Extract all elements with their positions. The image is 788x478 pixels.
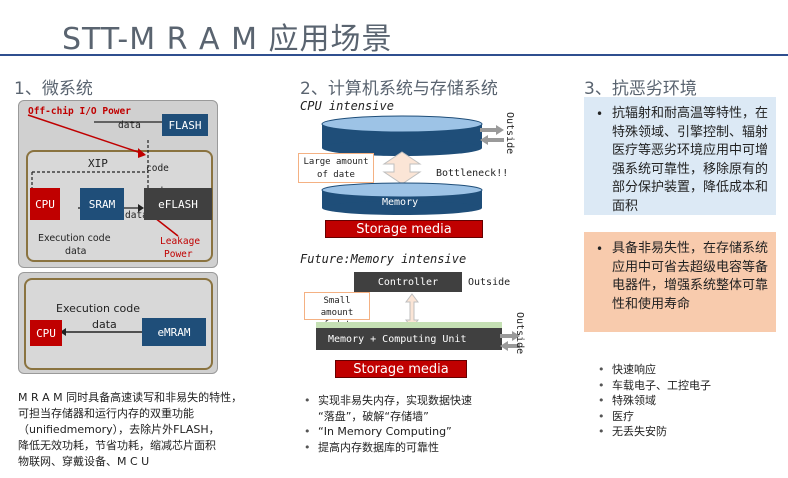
- memory-label: Memory: [382, 197, 419, 208]
- outside-label-mid: Outside: [468, 277, 511, 288]
- exec-data-label-top: data: [65, 246, 87, 257]
- nonvolatile-panel-text: 具备非易失性，在存储系统应用中可省去超级电容等备电器件，增强系统整体可靠性和使用…: [612, 241, 769, 312]
- note-line: M R A M 同时具备高速读写和非易失的特性，: [18, 391, 243, 404]
- large-amount-line: Large amount: [303, 157, 369, 167]
- note-line: 物联网、穿戴设备、M C U: [18, 455, 150, 468]
- note-line: 降低无效功耗，节省功耗，缩减芯片面积: [18, 439, 216, 452]
- cpu-block-bottom: CPU: [30, 320, 62, 346]
- storage-media-2: Storage media: [335, 360, 467, 378]
- list-item: 快速响应: [598, 362, 711, 378]
- offchip-io-power-label: Off-chip I/O Power: [28, 106, 131, 117]
- bullet-icon: •: [596, 107, 604, 121]
- sram-block: SRAM: [80, 188, 124, 220]
- cpu-intensive-label: CPU intensive: [300, 99, 394, 113]
- leakage-label-2: Power: [164, 249, 193, 260]
- microsystem-notes: M R A M 同时具备高速读写和非易失的特性， 可担当存储器和运行内存的双重功…: [18, 390, 242, 470]
- outside-label-top: Outside: [504, 112, 515, 155]
- eflash-block: eFLASH: [144, 188, 212, 220]
- radiation-panel-text: 抗辐射和耐高温等特性，在特殊领域、引擎控制、辐射医疗等恶劣环境应用中可增强系统可…: [612, 106, 769, 214]
- list-item: “落盘”，破解“存储墙”: [318, 409, 429, 423]
- cpu-intensive-diagram: [321, 115, 504, 215]
- data-label-mid: data: [125, 210, 148, 221]
- bottleneck-label: Bottleneck!!: [436, 168, 509, 179]
- note-line: 可担当存储器和运行内存的双重功能: [18, 407, 194, 420]
- exec-code-label-bottom: Execution code: [56, 302, 141, 315]
- emram-block: eMRAM: [142, 318, 206, 346]
- list-item: 特殊领域: [598, 393, 711, 409]
- list-item: 车载电子、工控电子: [598, 378, 711, 394]
- nonvolatile-panel: • 具备非易失性，在存储系统应用中可省去超级电容等备电器件，增强系统整体可靠性和…: [584, 232, 776, 332]
- note-line: （unifiedmemory），去除片外FLASH，: [18, 423, 220, 436]
- list-item: 无丢失安防: [598, 424, 711, 440]
- flash-block: FLASH: [162, 114, 208, 136]
- storage-media-1: Storage media: [325, 220, 483, 238]
- code-label-1: code: [146, 163, 169, 174]
- list-item: “In Memory Computing”: [304, 424, 472, 440]
- section2-bullets: 实现非易失内存，实现数据快速 “落盘”，破解“存储墙” “In Memory C…: [304, 393, 472, 456]
- radiation-panel: • 抗辐射和耐高温等特性，在特殊领域、引擎控制、辐射医疗等恶劣环境应用中可增强系…: [584, 97, 776, 215]
- small-amount-line: Small amount: [320, 296, 354, 318]
- controller-block: Controller: [354, 272, 462, 292]
- leakage-label-1: Leakage: [160, 236, 201, 247]
- data-label-top: data: [118, 120, 141, 131]
- cpu-block-top: CPU: [30, 188, 60, 220]
- list-item: 提高内存数据库的可靠性: [304, 440, 472, 456]
- large-amount-line: of date: [317, 170, 355, 180]
- list-item: 实现非易失内存，实现数据快速: [304, 393, 472, 409]
- exec-data-label-bottom: data: [92, 318, 117, 331]
- section2-heading: 2、计算机系统与存储系统: [300, 79, 498, 99]
- xip-label: XIP: [88, 157, 108, 170]
- list-item: 医疗: [598, 409, 711, 425]
- large-amount-callout: Large amount of date: [298, 153, 374, 183]
- section3-list: 快速响应 车载电子、工控电子 特殊领域 医疗 无丢失安防: [598, 362, 711, 440]
- exec-code-label-top: Execution code: [38, 233, 111, 244]
- outside-label-bottom: Outside: [514, 312, 525, 355]
- future-memory-label: Future:Memory intensive: [300, 252, 467, 266]
- memory-intensive-diagram: [316, 293, 520, 351]
- section3-heading: 3、抗恶劣环境: [584, 79, 697, 99]
- memory-computing-label: Memory + Computing Unit: [328, 334, 467, 345]
- page-title: STT-M R A M 应用场景: [62, 22, 393, 57]
- section1-heading: 1、微系统: [14, 79, 93, 99]
- bullet-icon: •: [596, 242, 604, 256]
- title-divider: [0, 54, 788, 56]
